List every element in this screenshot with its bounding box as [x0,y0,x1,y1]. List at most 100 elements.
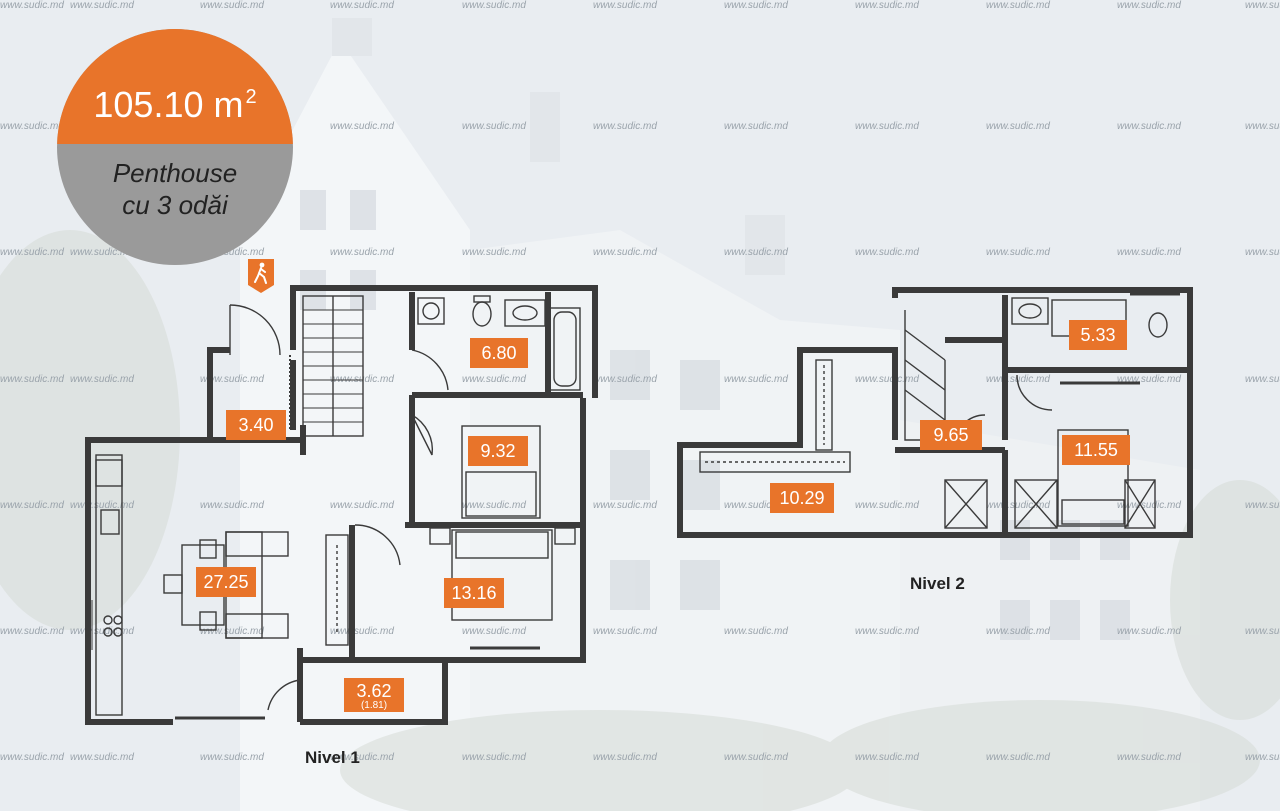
balcony-area-value: 3.62 [356,681,392,701]
watermark-text: www.sudic.md [1245,752,1280,763]
watermark-text: www.sudic.md [1117,626,1181,637]
watermark-text: www.sudic.md [0,0,64,11]
level-1-plan [85,285,598,725]
watermark-text: www.sudic.md [70,500,134,511]
watermark-text: www.sudic.md [330,500,394,511]
watermark-text: www.sudic.md [70,752,134,763]
watermark-text: www.sudic.md [70,374,134,385]
watermark-text: www.sudic.md [0,626,64,637]
watermark-text: www.sudic.md [330,247,394,258]
watermark-text: www.sudic.md [855,626,919,637]
watermark-text: www.sudic.md [200,626,264,637]
watermark-text: www.sudic.md [70,247,134,258]
room-area-tag: 13.16 [444,578,504,608]
level-1-label: Nivel 1 [305,748,360,767]
watermark-text: www.sudic.md [200,247,264,258]
watermark-text: www.sudic.md [593,752,657,763]
watermark-text: www.sudic.md [200,500,264,511]
watermark-text: www.sudic.md [855,247,919,258]
watermark-text: www.sudic.md [462,626,526,637]
balcony-area-reduced: (1.81) [360,700,388,711]
watermark-text: www.sudic.md [724,247,788,258]
watermark-text: www.sudic.md [330,752,394,763]
room-area-tag: 9.65 [920,420,982,450]
watermark-text: www.sudic.md [330,626,394,637]
watermark-text: www.sudic.md [855,500,919,511]
watermark-text: www.sudic.md [1117,500,1181,511]
room-area-tag: 9.32 [468,436,528,466]
level-2-plan [677,287,1193,538]
watermark-text: www.sudic.md [724,374,788,385]
area-badge-top [57,29,293,144]
watermark-text: www.sudic.md [330,0,394,11]
watermark-text: www.sudic.md [724,0,788,11]
watermark-text: www.sudic.md [330,121,394,132]
level-1-details [91,295,581,720]
watermark-text: www.sudic.md [0,374,64,385]
watermark-text: www.sudic.md [462,374,526,385]
watermark-text: www.sudic.md [986,247,1050,258]
room-area-tag: 11.55 [1062,435,1130,465]
watermark-text: www.sudic.md [70,626,134,637]
watermark-text: www.sudic.md [462,752,526,763]
watermark-text: www.sudic.md [0,247,64,258]
watermark-text: www.sudic.md [1245,247,1280,258]
room-area-tag: 10.29 [770,483,834,513]
watermark-text: www.sudic.md [200,0,264,11]
watermark-text: www.sudic.md [986,626,1050,637]
watermark-text: www.sudic.md [1117,121,1181,132]
watermark-text: www.sudic.md [462,500,526,511]
balcony-area-tag: 3.62 [344,678,404,712]
watermark-text: www.sudic.md [724,752,788,763]
watermark-text: www.sudic.md [1245,121,1280,132]
watermark-text: www.sudic.md [724,121,788,132]
watermark-text: www.sudic.md [462,0,526,11]
watermark-text: www.sudic.md [593,121,657,132]
watermark-text: www.sudic.md [1245,500,1280,511]
watermark-text: www.sudic.md [855,752,919,763]
total-area-unit-exponent: 2 [245,86,257,108]
exit-person-icon [248,259,274,293]
watermark-text: www.sudic.md [1245,374,1280,385]
watermark-text: www.sudic.md [593,500,657,511]
watermark-text: www.sudic.md [200,752,264,763]
watermark-text: www.sudic.md [593,374,657,385]
watermark-text: www.sudic.md [593,247,657,258]
watermark-text: www.sudic.md [986,0,1050,11]
total-area-value: 105.10 m [93,84,244,125]
watermark-text: www.sudic.md [593,0,657,11]
watermark-text: www.sudic.md [0,500,64,511]
watermark-text: www.sudic.md [855,374,919,385]
watermark-text: www.sudic.md [724,500,788,511]
room-area-tag: 27.25 [196,567,256,597]
watermark-text: www.sudic.md [462,247,526,258]
watermark-text: www.sudic.md [986,752,1050,763]
watermark-text: www.sudic.md [1117,374,1181,385]
watermark-text: www.sudic.md [1117,752,1181,763]
room-area-tag: 3.40 [226,410,286,440]
level-2-label: Nivel 2 [910,574,965,593]
watermark-text: www.sudic.md [986,500,1050,511]
watermark-text: www.sudic.md [462,121,526,132]
watermark-text: www.sudic.md [1245,0,1280,11]
watermark-text: www.sudic.md [0,121,64,132]
watermark-text: www.sudic.md [986,121,1050,132]
watermark-text: www.sudic.md [70,0,134,11]
watermark-text: www.sudic.md [1245,626,1280,637]
room-area-tag: 5.33 [1069,320,1127,350]
apartment-rooms: cu 3 odăi [122,190,228,220]
watermark-text: www.sudic.md [724,626,788,637]
apartment-type: Penthouse [112,158,238,188]
watermark-text: www.sudic.md [593,626,657,637]
level-2-details [699,292,1180,529]
watermark-text: www.sudic.md [1117,247,1181,258]
watermark-text: www.sudic.md [200,374,264,385]
watermark-text: www.sudic.md [1117,0,1181,11]
room-area-tag: 6.80 [470,338,528,368]
watermark-text: www.sudic.md [855,121,919,132]
